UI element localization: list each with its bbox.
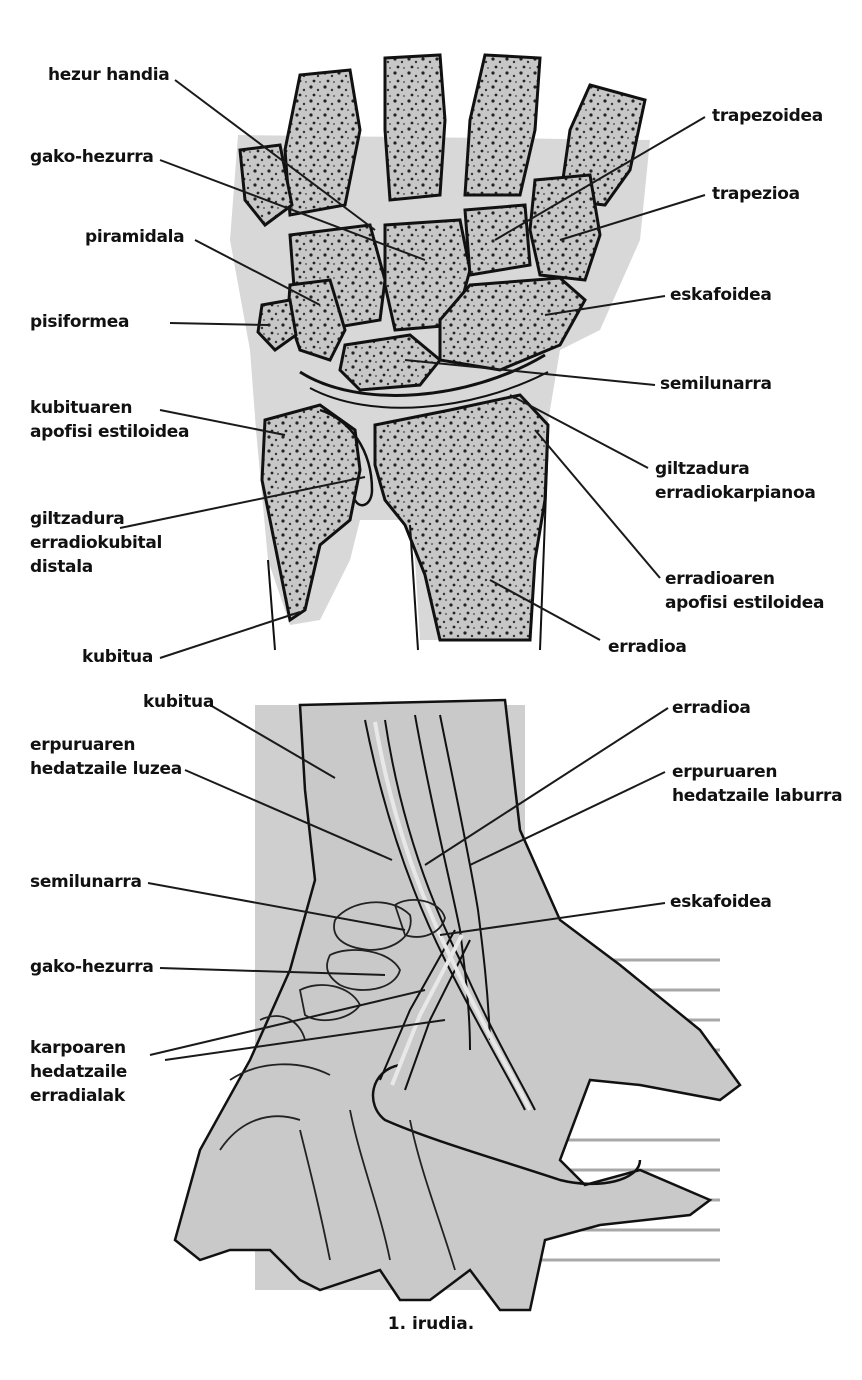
label-erradioa-bottom: erradioa — [672, 696, 751, 720]
label-kubitua-top: kubitua — [82, 645, 153, 669]
metacarpal-5 — [285, 70, 360, 215]
wrist-bones-diagram — [120, 55, 705, 658]
figure-caption: 1. irudia. — [0, 1314, 862, 1334]
label-giltzadura-rc-line1: giltzadura — [655, 457, 816, 481]
label-karpoaren-hedatzaile-erradialak: karpoaren hedatzaile erradialak — [30, 1036, 127, 1108]
label-pisiformea: pisiformea — [30, 310, 129, 334]
label-karpoaren-line2: hedatzaile — [30, 1060, 127, 1084]
bone-ulna — [262, 405, 360, 620]
label-giltzadura-dru-line1: giltzadura — [30, 507, 162, 531]
label-kubituaren-line1: kubituaren — [30, 396, 189, 420]
label-karpoaren-line1: karpoaren — [30, 1036, 127, 1060]
label-piramidala: piramidala — [85, 225, 184, 249]
label-giltzadura-dru-line3: distala — [30, 555, 162, 579]
label-semilunarra-top: semilunarra — [660, 372, 772, 396]
label-erpuruaren-luzea-line1: erpuruaren — [30, 733, 182, 757]
bone-trapezium — [530, 175, 600, 280]
label-kubitua-bottom: kubitua — [143, 690, 214, 714]
label-karpoaren-line3: erradialak — [30, 1084, 127, 1108]
label-erradioaren-line1: erradioaren — [665, 567, 824, 591]
label-erradioaren-line2: apofisi estiloidea — [665, 591, 824, 615]
label-semilunarra-bottom: semilunarra — [30, 870, 142, 894]
label-giltzadura-erradiokarpianoa: giltzadura erradiokarpianoa — [655, 457, 816, 505]
label-giltzadura-dru-line2: erradiokubital — [30, 531, 162, 555]
label-trapezioa: trapezioa — [712, 182, 800, 206]
label-kubituaren-apofisi-estiloidea: kubituaren apofisi estiloidea — [30, 396, 189, 444]
label-erpuruaren-hedatzaile-laburra: erpuruaren hedatzaile laburra — [672, 760, 842, 808]
label-erradioaren-apofisi-estiloidea: erradioaren apofisi estiloidea — [665, 567, 824, 615]
hand-tendons-diagram — [148, 700, 740, 1310]
label-gako-hezurra-top: gako-hezurra — [30, 145, 154, 169]
label-gako-hezurra-bottom: gako-hezurra — [30, 955, 154, 979]
label-kubituaren-line2: apofisi estiloidea — [30, 420, 189, 444]
label-hezur-handia: hezur handia — [48, 63, 169, 87]
label-giltzadura-erradiokubital-distala: giltzadura erradiokubital distala — [30, 507, 162, 579]
label-erpuruaren-hedatzaile-luzea: erpuruaren hedatzaile luzea — [30, 733, 182, 781]
label-erpuruaren-laburra-line2: hedatzaile laburra — [672, 784, 842, 808]
label-erpuruaren-laburra-line1: erpuruaren — [672, 760, 842, 784]
bone-radius — [375, 395, 548, 640]
label-eskafoidea-top: eskafoidea — [670, 283, 772, 307]
label-giltzadura-rc-line2: erradiokarpianoa — [655, 481, 816, 505]
label-trapezoidea: trapezoidea — [712, 104, 823, 128]
metacarpal-4 — [385, 55, 445, 200]
label-erpuruaren-luzea-line2: hedatzaile luzea — [30, 757, 182, 781]
label-eskafoidea-bottom: eskafoidea — [670, 890, 772, 914]
label-erradioa-top: erradioa — [608, 635, 687, 659]
bone-trapezoid — [465, 205, 530, 275]
